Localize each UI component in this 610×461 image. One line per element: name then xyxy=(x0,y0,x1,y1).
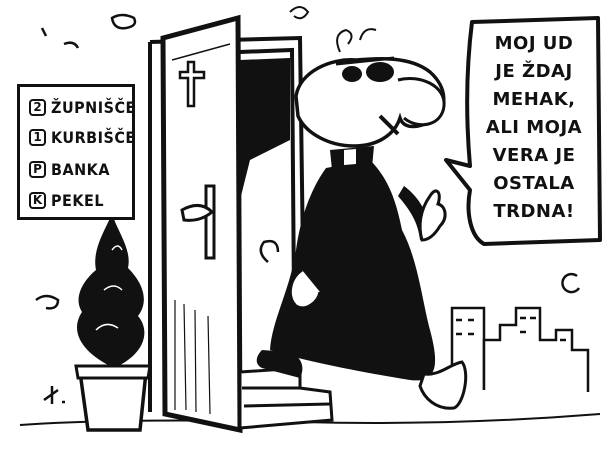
sign-badge: 2 xyxy=(29,98,46,116)
sign-badge: P xyxy=(29,160,46,178)
door[interactable] xyxy=(160,14,243,434)
speech-bubble xyxy=(444,16,602,246)
sign-label: ŽUPNIŠČE xyxy=(51,97,136,117)
bubble-line: VERA JE xyxy=(492,145,576,166)
sign-label: BANKA xyxy=(51,159,110,179)
bubble-line: MEHAK, xyxy=(492,89,576,110)
sign-row-zupnisce: 2 ŽUPNIŠČE xyxy=(29,95,136,119)
sign-row-banka: P BANKA xyxy=(29,157,110,181)
sign-badge: 1 xyxy=(29,128,46,146)
bubble-line: JE ŽDAJ xyxy=(495,61,573,82)
priest-figure xyxy=(256,6,468,410)
potted-plant xyxy=(74,214,152,432)
sign-badge: K xyxy=(29,191,46,209)
door-handle[interactable] xyxy=(180,184,216,260)
city-skyline xyxy=(450,306,590,392)
decorative-scribbles xyxy=(35,13,280,310)
sign-row-pekel: K PEKEL xyxy=(29,188,104,212)
cross-icon xyxy=(178,60,206,108)
direction-sign: 2 ŽUPNIŠČE 1 KURBIŠČE P BANKA K PEKEL xyxy=(17,84,135,220)
bubble-line: ALI MOJA xyxy=(485,117,583,138)
sign-label: PEKEL xyxy=(51,190,105,210)
doorway-shadow xyxy=(240,58,290,200)
sign-row-kurbisce: 1 KURBIŠČE xyxy=(29,125,136,149)
speech-bubble-text: MOJ UD JE ŽDAJ MEHAK, ALI MOJA VERA JE O… xyxy=(472,30,596,226)
artist-signature xyxy=(43,386,65,404)
bubble-line: OSTALA xyxy=(493,173,575,194)
sign-label: KURBIŠČE xyxy=(51,127,136,147)
bubble-line: MOJ UD xyxy=(494,33,574,54)
steps xyxy=(238,366,334,430)
moon xyxy=(561,272,581,294)
bubble-line: TRDNA! xyxy=(493,201,575,222)
